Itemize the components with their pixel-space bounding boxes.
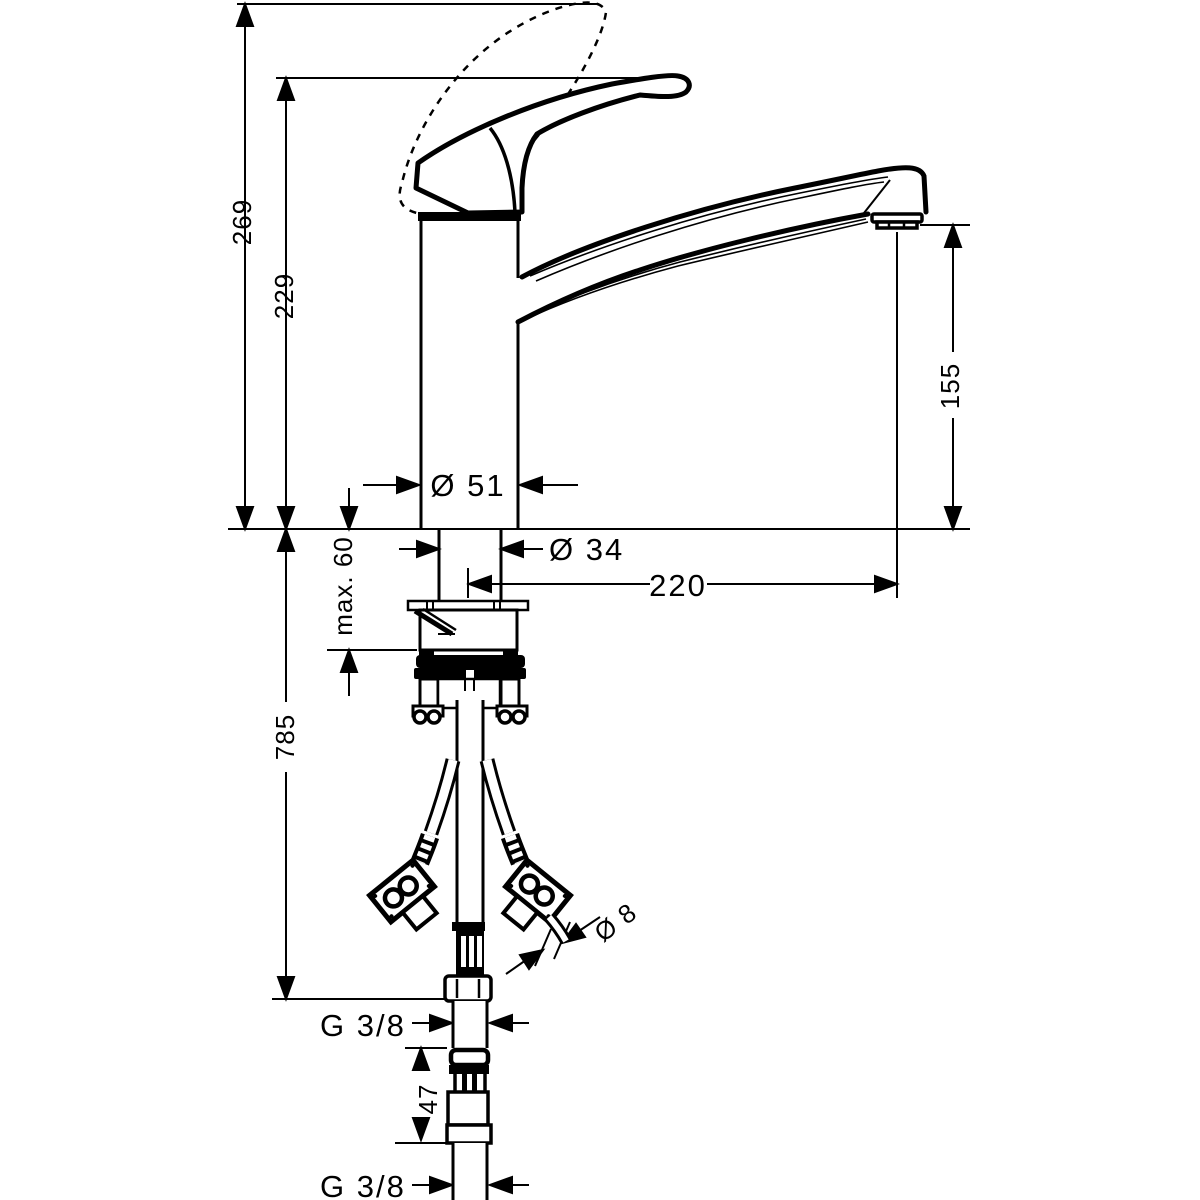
hose-right bbox=[479, 758, 574, 944]
label-hose-pipe-diameter: Ø 8 bbox=[589, 897, 643, 948]
label-spout-height: 155 bbox=[935, 363, 965, 409]
mounting-bracket bbox=[411, 668, 529, 725]
pipe-upper-thread bbox=[451, 1001, 489, 1048]
check-valve bbox=[445, 1047, 493, 1145]
dimension-229 bbox=[276, 75, 663, 532]
hose-left bbox=[366, 758, 461, 933]
dimension-g38-upper bbox=[412, 1013, 529, 1033]
label-thread-size-lower: G 3/8 bbox=[320, 1169, 406, 1200]
dimension-lines bbox=[228, 1, 970, 1195]
dimension-47 bbox=[395, 1045, 447, 1144]
pipe-lower-thread bbox=[451, 1143, 489, 1200]
dimension-155 bbox=[920, 222, 970, 532]
handle-neck-line bbox=[488, 126, 517, 213]
dimension-d34 bbox=[399, 539, 543, 559]
label-shank-diameter: Ø 34 bbox=[549, 532, 624, 567]
label-max-mounting-thickness: max. 60 bbox=[328, 536, 358, 636]
supply-pipe bbox=[455, 700, 485, 922]
dimension-g38-lower bbox=[412, 1175, 529, 1195]
spout bbox=[515, 165, 929, 325]
handle-lever bbox=[413, 73, 692, 216]
label-supply-hose-length: 785 bbox=[270, 714, 300, 760]
label-body-diameter: Ø 51 bbox=[430, 468, 505, 503]
dimension-785 bbox=[272, 526, 445, 1002]
dimension-labels: 269 229 155 max. 60 785 47 Ø 51 Ø 34 220… bbox=[227, 199, 965, 1200]
dimension-max60 bbox=[327, 488, 417, 696]
spout-head-joint-line bbox=[863, 179, 891, 214]
label-overall-height: 269 bbox=[227, 199, 257, 245]
faucet-above-counter bbox=[398, 1, 929, 529]
label-spout-reach: 220 bbox=[649, 568, 707, 603]
retaining-clip bbox=[413, 608, 454, 637]
label-check-valve-length: 47 bbox=[413, 1084, 443, 1115]
handle-base-cap bbox=[418, 212, 521, 221]
below-counter-assembly bbox=[366, 529, 574, 1200]
dimension-d51 bbox=[363, 475, 578, 495]
label-handle-height: 229 bbox=[269, 273, 299, 319]
pipe-union-nut bbox=[443, 922, 493, 1003]
label-thread-size-upper: G 3/8 bbox=[320, 1008, 406, 1043]
mounting-shank bbox=[437, 529, 503, 601]
seal-washer bbox=[416, 651, 525, 668]
mounting-box bbox=[413, 607, 519, 655]
aerator bbox=[870, 212, 924, 230]
dimension-269 bbox=[235, 1, 598, 532]
dimension-220 bbox=[466, 232, 900, 598]
faucet-body bbox=[419, 220, 520, 529]
